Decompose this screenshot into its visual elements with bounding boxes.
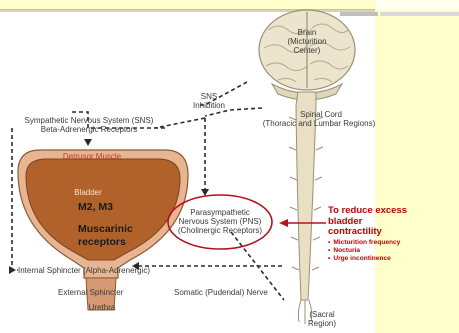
- muscarinic-label: Muscarinic: [78, 223, 133, 235]
- callout-title-line-1: To reduce excess: [328, 206, 456, 217]
- sns-inhibition-label-2: Inhibition: [184, 101, 234, 110]
- pns-label: Parasympathetic: [176, 208, 264, 217]
- callout-item: Micturition frequency: [328, 239, 456, 247]
- callout-list: Micturition frequency Nocturia Urge inco…: [328, 239, 456, 263]
- callout-item: Nocturia: [328, 247, 456, 255]
- pns-label-2: Nervous System (PNS): [172, 217, 268, 226]
- sacral-label: (Sacral: [302, 310, 342, 319]
- brain-label: Brain: [283, 28, 331, 37]
- sns-receptors-label: Beta-Adrenergic Receptors: [30, 125, 148, 134]
- brain-sublabel: (Micturition: [278, 37, 336, 46]
- m2-m3-label: M2, M3: [78, 201, 113, 213]
- sacral-label-2: Region): [302, 319, 342, 328]
- callout-title-line-3: contractility: [328, 227, 456, 238]
- receptors-label: receptors: [78, 236, 126, 248]
- internal-sphincter-label: Internal Sphincter (Alpha-Adrenergic): [18, 266, 150, 275]
- somatic-nerve-label: Somatic (Pudendal) Nerve: [174, 288, 268, 297]
- urethra-label: Urethra: [82, 303, 122, 312]
- external-sphincter-label: External Sphincter: [58, 288, 123, 297]
- callout-box: To reduce excess bladder contractility M…: [328, 206, 456, 263]
- detrusor-muscle-label: Detrusor Muscle: [52, 152, 132, 161]
- pns-receptors-label: (Cholinergic Receptors): [172, 226, 268, 235]
- brain-illustration: [259, 10, 355, 100]
- callout-arrowhead: [279, 219, 288, 227]
- spinal-cord-sublabel: (Thoracic and Lumbar Regions): [260, 119, 378, 128]
- sns-label: Sympathetic Nervous System (SNS): [18, 116, 160, 125]
- spinal-cord-label: Spinal Cord: [286, 110, 356, 119]
- brain-sublabel-2: Center): [283, 46, 331, 55]
- bladder-label: Bladder: [64, 188, 112, 197]
- sns-inhibition-label: SNS: [188, 92, 230, 101]
- callout-item: Urge incontinence: [328, 255, 456, 263]
